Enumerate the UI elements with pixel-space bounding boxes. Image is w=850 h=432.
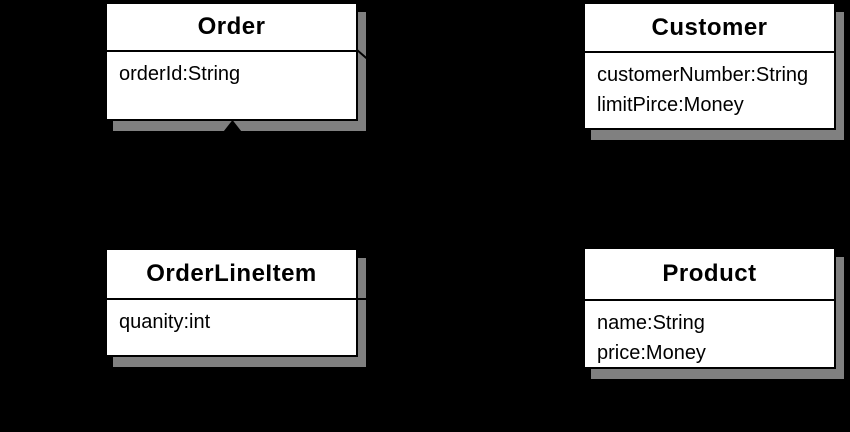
- class-title-order: Order: [107, 4, 356, 52]
- class-attribute: limitPirce:Money: [597, 94, 744, 116]
- class-attrs-order: orderId:String: [107, 52, 356, 89]
- association-line-order-product[interactable]: [356, 49, 588, 249]
- class-box-order[interactable]: Order orderId:String: [105, 2, 358, 121]
- class-attribute: name:String: [597, 312, 705, 334]
- class-box-customer[interactable]: Customer customerNumber:String limitPirc…: [583, 2, 836, 130]
- class-title-orderlineitem: OrderLineItem: [107, 250, 356, 300]
- class-title-product: Product: [585, 249, 834, 301]
- class-attrs-product: name:String price:Money: [585, 301, 834, 368]
- class-attribute: orderId:String: [119, 63, 241, 85]
- class-attrs-orderlineitem: quanity:int: [107, 300, 356, 337]
- class-attrs-customer: customerNumber:String limitPirce:Money: [585, 53, 834, 120]
- class-attribute: customerNumber:String: [597, 64, 809, 86]
- class-attribute: quanity:int: [119, 311, 211, 333]
- class-title-customer: Customer: [585, 4, 834, 53]
- class-box-product[interactable]: Product name:String price:Money: [583, 247, 836, 369]
- class-box-orderlineitem[interactable]: OrderLineItem quanity:int: [105, 248, 358, 357]
- class-attribute: price:Money: [597, 342, 706, 364]
- composition-diamond-icon: [223, 120, 242, 143]
